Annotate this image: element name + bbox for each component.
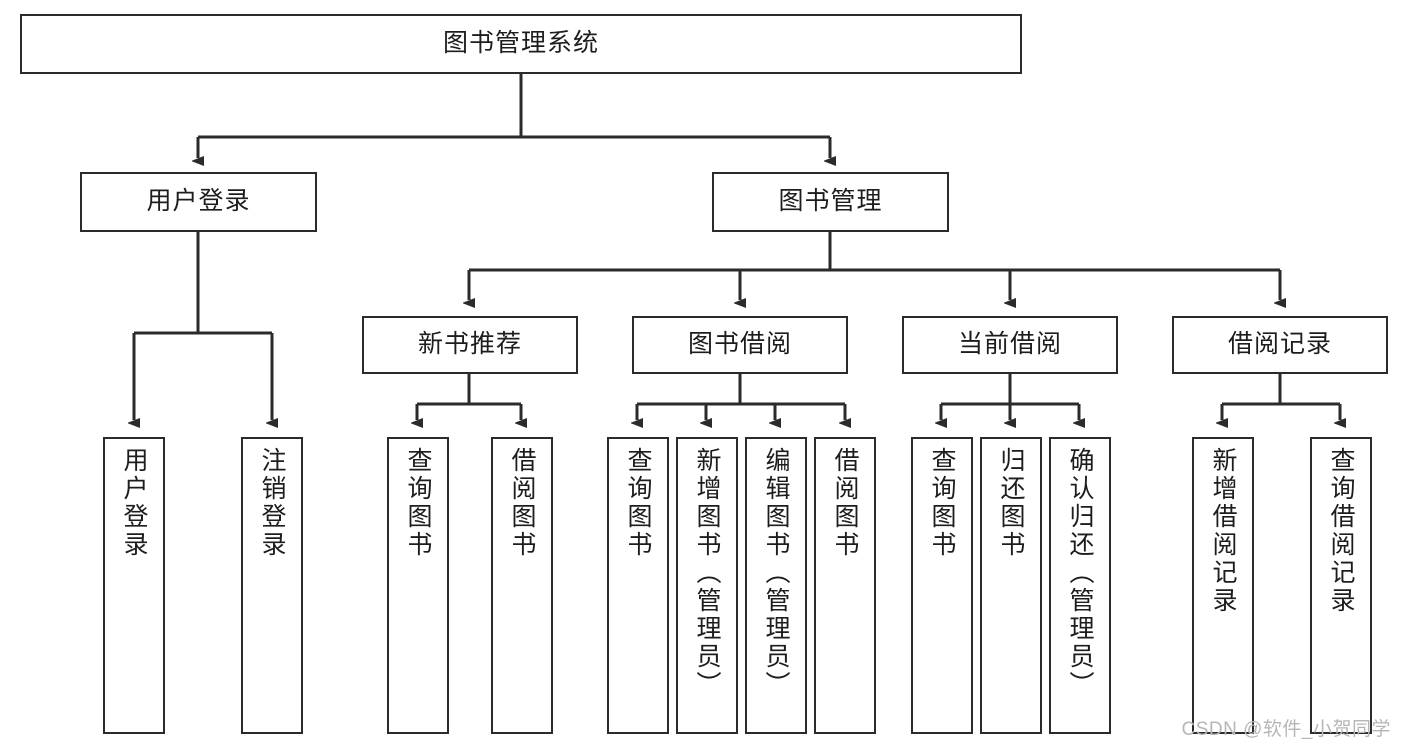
leaf-query-book-1[interactable]: 查询图书 — [387, 437, 449, 734]
node-root-label: 图书管理系统 — [442, 29, 599, 58]
leaf-query-book-3-label: 查询图书 — [928, 447, 956, 559]
leaf-edit-book-label: 编辑图书（管理员） — [762, 447, 790, 699]
node-book-manage-label: 图书管理 — [778, 187, 883, 216]
leaf-query-record[interactable]: 查询借阅记录 — [1310, 437, 1372, 734]
node-root[interactable]: 图书管理系统 — [20, 14, 1022, 74]
node-book-manage[interactable]: 图书管理 — [712, 172, 949, 232]
leaf-logout[interactable]: 注销登录 — [241, 437, 303, 734]
leaf-query-book-2[interactable]: 查询图书 — [607, 437, 669, 734]
leaf-query-book-2-label: 查询图书 — [624, 447, 652, 559]
node-current-borrow[interactable]: 当前借阅 — [902, 316, 1118, 374]
leaf-confirm-return[interactable]: 确认归还（管理员） — [1049, 437, 1111, 734]
leaf-add-book-label: 新增图书（管理员） — [693, 447, 721, 699]
node-book-borrow-label: 图书借阅 — [687, 330, 792, 359]
leaf-return-book[interactable]: 归还图书 — [980, 437, 1042, 734]
leaf-query-book-1-label: 查询图书 — [404, 447, 432, 559]
leaf-query-book-3[interactable]: 查询图书 — [911, 437, 973, 734]
leaf-return-book-label: 归还图书 — [997, 447, 1025, 559]
leaf-borrow-book-2-label: 借阅图书 — [831, 447, 859, 559]
node-new-book-rec[interactable]: 新书推荐 — [362, 316, 578, 374]
leaf-edit-book[interactable]: 编辑图书（管理员） — [745, 437, 807, 734]
leaf-user-login[interactable]: 用户登录 — [103, 437, 165, 734]
leaf-add-record[interactable]: 新增借阅记录 — [1192, 437, 1254, 734]
leaf-borrow-book-1-label: 借阅图书 — [508, 447, 536, 559]
node-current-borrow-label: 当前借阅 — [957, 330, 1062, 359]
leaf-logout-label: 注销登录 — [258, 447, 286, 559]
node-user-login[interactable]: 用户登录 — [80, 172, 317, 232]
node-book-borrow[interactable]: 图书借阅 — [632, 316, 848, 374]
leaf-user-login-label: 用户登录 — [120, 447, 148, 559]
node-borrow-record-label: 借阅记录 — [1227, 330, 1332, 359]
leaf-confirm-return-label: 确认归还（管理员） — [1066, 447, 1094, 699]
node-new-book-rec-label: 新书推荐 — [417, 330, 522, 359]
node-user-login-label: 用户登录 — [146, 187, 251, 216]
node-borrow-record[interactable]: 借阅记录 — [1172, 316, 1388, 374]
leaf-add-record-label: 新增借阅记录 — [1209, 447, 1237, 615]
leaf-borrow-book-1[interactable]: 借阅图书 — [491, 437, 553, 734]
watermark: CSDN @软件_小贺同学 — [1181, 719, 1391, 740]
leaf-borrow-book-2[interactable]: 借阅图书 — [814, 437, 876, 734]
leaf-add-book[interactable]: 新增图书（管理员） — [676, 437, 738, 734]
leaf-query-record-label: 查询借阅记录 — [1327, 447, 1355, 615]
